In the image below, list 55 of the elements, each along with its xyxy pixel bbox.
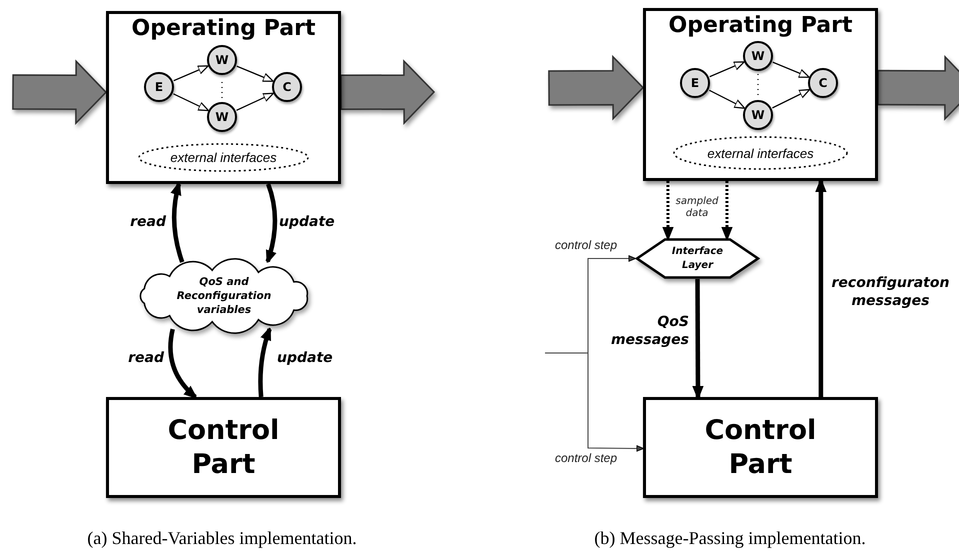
arrow (173, 65, 209, 82)
caption: (a) Shared-Variables implementation. (86, 528, 358, 549)
edge-label: QoS messages (610, 313, 689, 349)
caption: (b) Message-Passing implementation. (593, 528, 867, 549)
edge-label: update (279, 213, 336, 231)
process-box (106, 11, 341, 184)
node-label: Interface Layer (670, 244, 724, 272)
box-title: Control Part (704, 414, 818, 482)
curved-arrow (170, 182, 184, 263)
box-title: Operating Part (668, 13, 852, 38)
arrow (721, 181, 732, 240)
graph-node-circle: W (207, 45, 237, 75)
arrow (692, 279, 704, 399)
arrow (772, 62, 810, 78)
arrow (815, 179, 826, 397)
edge-label: read (127, 349, 164, 367)
process-box (643, 8, 878, 181)
edge-label: reconfiguraton messages (830, 274, 950, 310)
graph-node-circle: W (743, 41, 773, 71)
arrow (236, 92, 274, 111)
graph-node-circle: W (207, 102, 237, 132)
node-label: external interfaces (707, 146, 814, 160)
arrow (709, 90, 746, 109)
hexagon-box (635, 238, 760, 279)
graph-node-circle: C (272, 72, 302, 102)
block-arrow (877, 55, 959, 121)
node-label: external interfaces (170, 150, 277, 165)
annotation-label: sampled data (674, 196, 720, 220)
process-box (106, 397, 341, 498)
arrow (544, 352, 644, 452)
edge-label: control step (554, 238, 618, 252)
curved-arrow (168, 328, 197, 399)
process-box (643, 397, 878, 498)
box-title: Operating Part (132, 16, 316, 41)
dotted-cloud (672, 135, 849, 171)
arrow (236, 66, 274, 82)
block-arrow (340, 59, 436, 125)
arrow (173, 93, 210, 112)
arrow (662, 181, 674, 240)
graph-node-circle: C (808, 68, 838, 98)
dotted-cloud (137, 142, 310, 173)
block-arrow (548, 54, 644, 121)
graph-node-circle: E (144, 72, 174, 102)
edge-label: read (129, 213, 166, 231)
graph-node-circle: E (680, 68, 710, 98)
curved-arrow (266, 183, 278, 264)
arrow (709, 61, 745, 78)
edge-label: update (277, 349, 334, 367)
arrow (772, 89, 810, 108)
edge-label: control step (554, 451, 618, 465)
curved-arrow (258, 327, 272, 398)
node-label: QoS and Reconfiguration variables (176, 275, 272, 317)
graph-node-circle: W (743, 100, 773, 130)
box-title: Control Part (166, 414, 280, 482)
block-arrow (12, 59, 108, 126)
